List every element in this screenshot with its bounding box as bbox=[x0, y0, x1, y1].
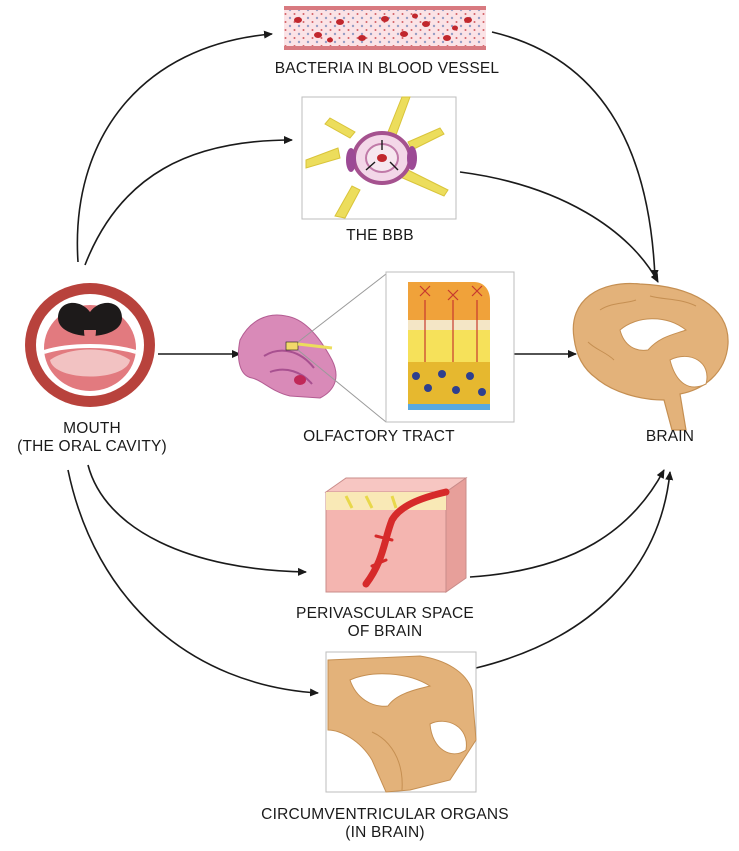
arrow-mouth-to-bbb bbox=[85, 140, 292, 265]
label-olfactory-tract: OLFACTORY TRACT bbox=[270, 428, 488, 446]
circumventricular-illustration bbox=[326, 652, 476, 792]
label-perivascular-line1: PERIVASCULAR SPACE bbox=[280, 605, 490, 623]
label-mouth-line1: MOUTH bbox=[0, 420, 184, 438]
label-perivascular-line2: OF BRAIN bbox=[280, 623, 490, 641]
arrow-mouth-to-blood bbox=[77, 34, 272, 262]
label-circ-line1: CIRCUMVENTRICULAR ORGANS bbox=[255, 806, 515, 824]
label-mouth: MOUTH (THE ORAL CAVITY) bbox=[0, 420, 184, 456]
label-circumventricular-organs: CIRCUMVENTRICULAR ORGANS (IN BRAIN) bbox=[255, 806, 515, 842]
olfactory-detail-illustration bbox=[386, 272, 514, 422]
blood-vessel-illustration bbox=[284, 8, 486, 48]
arrow-bbb-to-brain bbox=[460, 172, 658, 282]
arrow-mouth-to-circ bbox=[68, 470, 318, 693]
perivascular-illustration bbox=[326, 478, 466, 592]
label-the-bbb: THE BBB bbox=[300, 227, 460, 245]
arrow-circ-to-brain bbox=[476, 472, 670, 668]
arrow-mouth-to-perivascular bbox=[88, 465, 306, 572]
label-circ-line2: (IN BRAIN) bbox=[255, 824, 515, 842]
label-mouth-line2: (THE ORAL CAVITY) bbox=[0, 438, 184, 456]
label-bacteria-in-blood-vessel: BACTERIA IN BLOOD VESSEL bbox=[250, 60, 524, 78]
label-perivascular-space: PERIVASCULAR SPACE OF BRAIN bbox=[280, 605, 490, 641]
brain-illustration bbox=[573, 283, 728, 430]
mouth-illustration bbox=[25, 283, 155, 407]
label-brain: BRAIN bbox=[610, 428, 730, 446]
arrow-perivascular-to-brain bbox=[470, 470, 664, 577]
olfactory-nose-illustration bbox=[239, 315, 337, 398]
bbb-illustration bbox=[302, 97, 456, 219]
